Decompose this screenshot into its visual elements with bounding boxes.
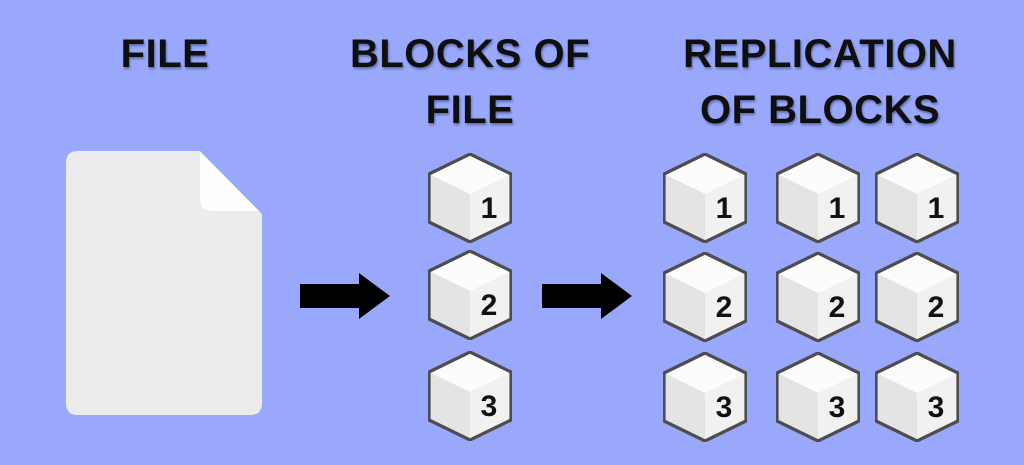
block-number: 1	[481, 192, 498, 225]
section-title-replication-of-blocks: REPLICATION OF BLOCKS	[640, 26, 1000, 138]
block-number: 1	[829, 192, 846, 225]
block-number: 3	[829, 391, 846, 424]
block-number: 3	[716, 391, 733, 424]
cube-icon-block-3: 3	[428, 351, 512, 441]
block-number: 1	[928, 192, 945, 225]
block-number: 3	[481, 390, 498, 423]
document-fold-corner	[200, 152, 259, 211]
title-line: FILE	[120, 32, 210, 76]
arrow-shape	[542, 273, 632, 319]
section-title-blocks-of-file: BLOCKS OF FILE	[328, 26, 612, 138]
cube-icon-replica-2-1: 2	[663, 252, 747, 342]
arrow-right-icon	[542, 273, 632, 319]
cube-icon-block-1: 1	[428, 153, 512, 243]
cube-icon-replica-1-3: 1	[875, 153, 959, 243]
block-number: 2	[928, 291, 945, 324]
cube-icon-replica-1-1: 1	[663, 153, 747, 243]
cube-icon-replica-2-2: 2	[776, 252, 860, 342]
cube-icon-replica-3-1: 3	[663, 352, 747, 442]
cube-icon-replica-3-3: 3	[875, 352, 959, 442]
cube-icon-replica-1-2: 1	[776, 153, 860, 243]
document-body	[66, 151, 262, 415]
arrow-right-icon	[300, 273, 390, 319]
block-number: 3	[928, 391, 945, 424]
arrow-shape	[300, 273, 390, 319]
section-title-file: FILE	[20, 26, 310, 82]
title-line: OF BLOCKS	[699, 88, 941, 132]
block-number: 1	[716, 192, 733, 225]
block-number: 2	[716, 291, 733, 324]
cube-icon-replica-3-2: 3	[776, 352, 860, 442]
document-icon	[66, 151, 262, 415]
cube-icon-replica-2-3: 2	[875, 252, 959, 342]
title-line: REPLICATION	[683, 32, 957, 76]
block-number: 2	[829, 291, 846, 324]
block-number: 2	[481, 289, 498, 322]
cube-icon-block-2: 2	[428, 250, 512, 340]
title-line: BLOCKS OF	[349, 32, 591, 76]
title-line: FILE	[425, 88, 515, 132]
